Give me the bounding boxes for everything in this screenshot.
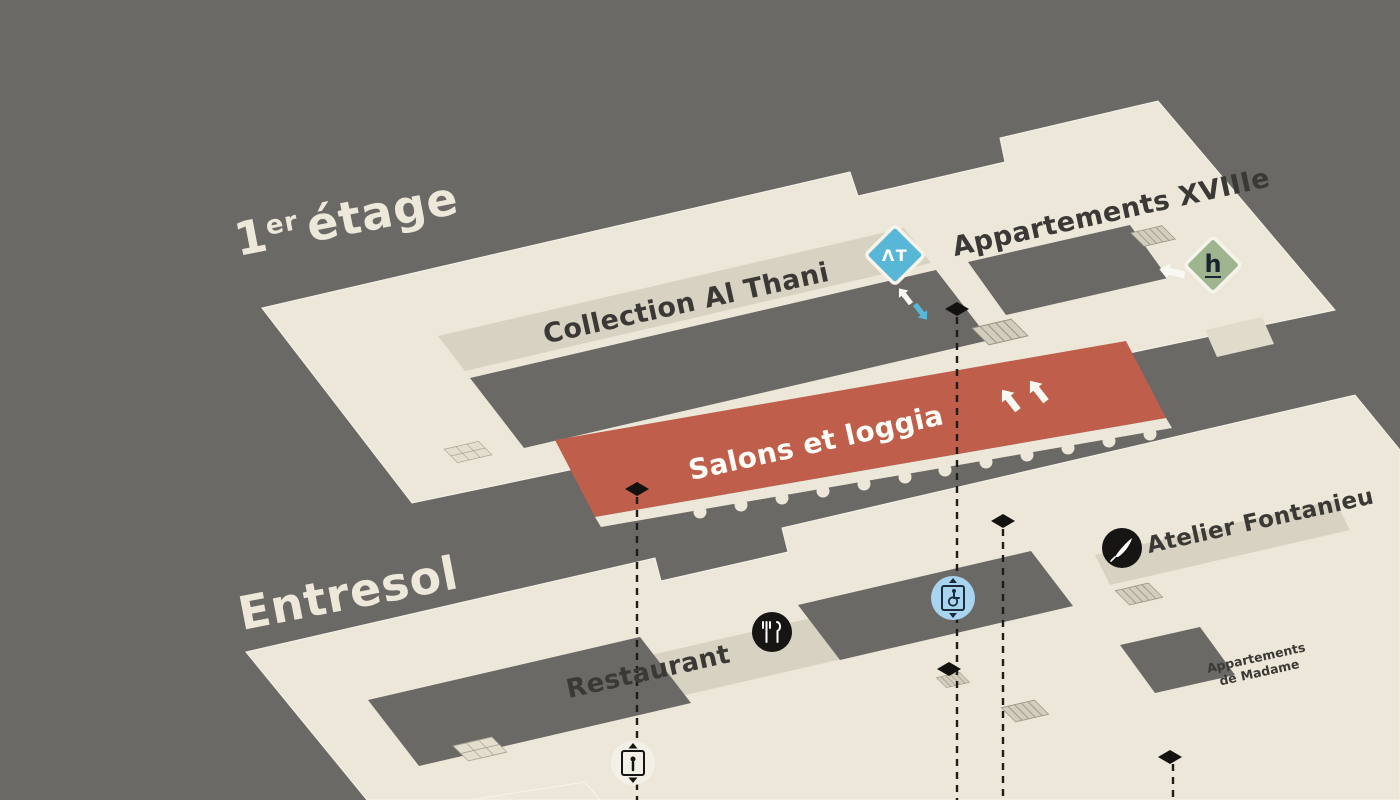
accessible-elevator-icon[interactable]	[931, 576, 975, 620]
floor1-main-courtyard	[470, 270, 990, 448]
floor1-right-courtyard	[968, 225, 1168, 315]
elevator-icon[interactable]	[611, 741, 655, 785]
floor1-title-word: étage	[302, 171, 463, 253]
floor1-right-room	[1205, 317, 1274, 357]
entresol-courtyard-left	[368, 637, 691, 766]
colonnade-columns	[693, 427, 1157, 519]
entresol-courtyard-right	[1120, 627, 1235, 693]
lower-floor-sliver	[469, 781, 601, 800]
fork-and-knife-icon	[762, 621, 782, 643]
quill-icon	[1110, 538, 1132, 562]
hotel-marine-badge-diamond	[1184, 236, 1242, 294]
collection-al-thani-area[interactable]	[438, 228, 931, 371]
al-thani-badge-label: ΛT	[882, 246, 908, 265]
atelier-fontanieu-area[interactable]	[1095, 500, 1350, 585]
al-thani-badge[interactable]: ΛT	[865, 225, 925, 285]
atelier-fontanieu-icon[interactable]	[1102, 528, 1142, 568]
al-thani-badge-diamond	[865, 225, 925, 285]
hotel-marine-badge-label: h	[1204, 250, 1221, 278]
floor1-title-sup: er	[263, 206, 301, 242]
restaurant-icon[interactable]	[752, 612, 792, 652]
hotel-marine-badge[interactable]: h	[1184, 236, 1242, 294]
salons-et-loggia-area[interactable]	[555, 341, 1166, 517]
floor1-title: 1erétage	[230, 171, 463, 267]
